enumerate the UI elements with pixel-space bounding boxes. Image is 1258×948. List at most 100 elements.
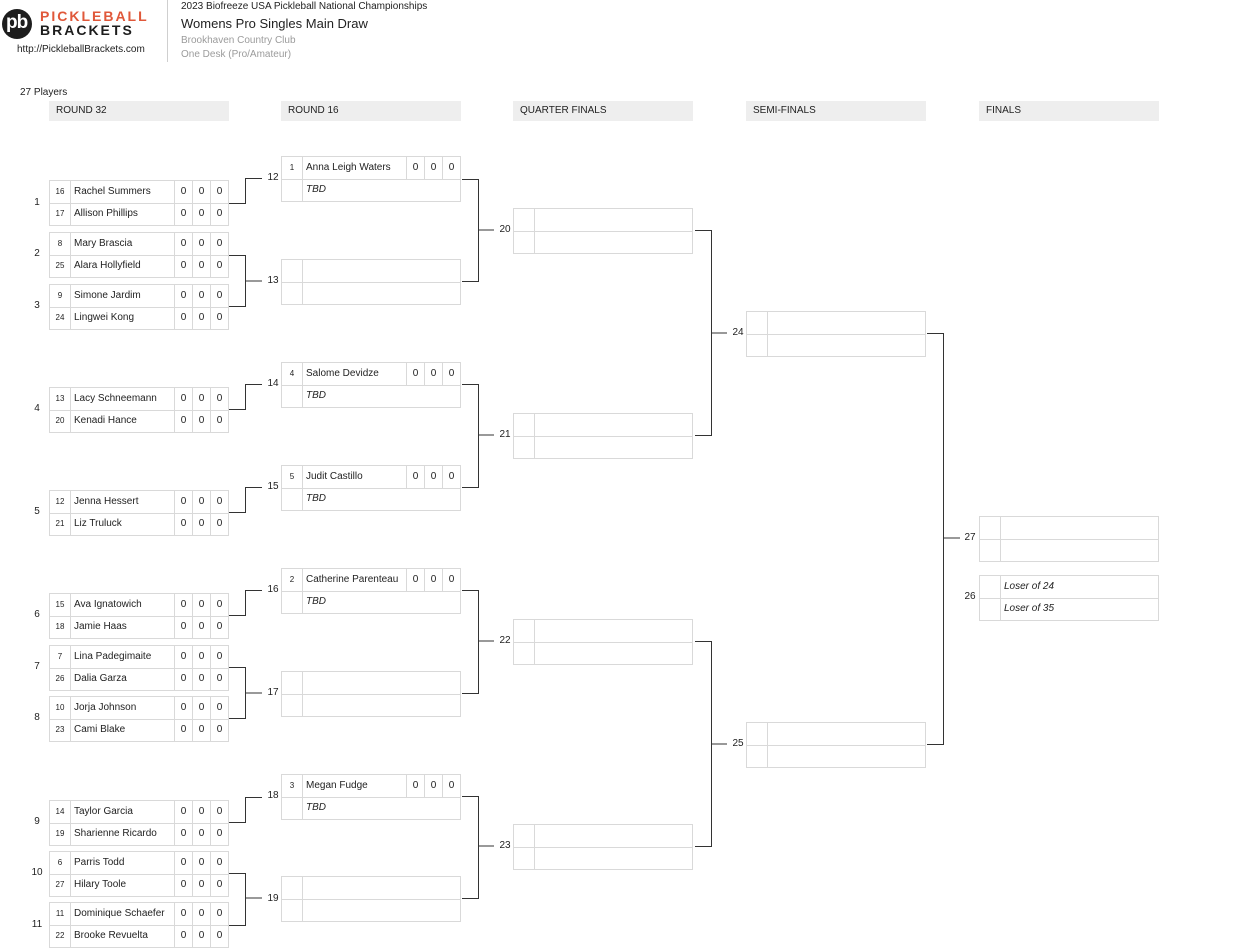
player-row[interactable] [747,723,925,746]
player-name[interactable]: Kenadi Hance [74,415,137,426]
match-box[interactable]: 3 Megan Fudge 0 0 0 TBD [281,774,461,820]
player-row[interactable]: 19 Sharienne Ricardo 0 0 0 [50,823,228,845]
player-name[interactable]: Sharienne Ricardo [74,828,157,839]
player-row[interactable]: 10 Jorja Johnson 0 0 0 [50,697,228,720]
site-url-link[interactable]: http://PickleballBrackets.com [17,44,145,55]
match-box[interactable] [513,619,693,665]
player-row[interactable]: TBD [282,179,460,201]
player-name[interactable]: Allison Phillips [74,208,138,219]
player-name[interactable]: Lacy Schneemann [74,393,157,404]
player-row[interactable]: 8 Mary Brascia 0 0 0 [50,233,228,256]
player-row[interactable]: Loser of 35 [980,598,1158,620]
final-match-box[interactable] [979,516,1159,562]
player-name[interactable]: Liz Truluck [74,518,122,529]
match-box[interactable]: 7 Lina Padegimaite 0 0 0 26 Dalia Garza … [49,645,229,691]
match-box[interactable]: 11 Dominique Schaefer 0 0 0 22 Brooke Re… [49,902,229,948]
player-row[interactable] [514,847,692,869]
player-name[interactable]: Rachel Summers [74,186,151,197]
player-row[interactable] [514,231,692,253]
match-box[interactable] [746,311,926,357]
player-name[interactable]: Jamie Haas [74,621,127,632]
match-box[interactable]: 9 Simone Jardim 0 0 0 24 Lingwei Kong 0 … [49,284,229,330]
player-row[interactable]: 14 Taylor Garcia 0 0 0 [50,801,228,824]
player-row[interactable]: 20 Kenadi Hance 0 0 0 [50,410,228,432]
match-box[interactable] [513,413,693,459]
match-box[interactable] [281,876,461,922]
match-box[interactable]: 15 Ava Ignatowich 0 0 0 18 Jamie Haas 0 … [49,593,229,639]
player-row[interactable]: 16 Rachel Summers 0 0 0 [50,181,228,204]
match-box[interactable]: 16 Rachel Summers 0 0 0 17 Allison Phill… [49,180,229,226]
player-row[interactable]: 13 Lacy Schneemann 0 0 0 [50,388,228,411]
match-box[interactable]: 13 Lacy Schneemann 0 0 0 20 Kenadi Hance… [49,387,229,433]
player-row[interactable]: TBD [282,488,460,510]
player-row[interactable] [747,745,925,767]
player-row[interactable] [282,877,460,900]
match-box[interactable]: 2 Catherine Parenteau 0 0 0 TBD [281,568,461,614]
player-row[interactable] [980,539,1158,561]
player-name[interactable]: Cami Blake [74,724,126,735]
player-name[interactable]: Ava Ignatowich [74,599,142,610]
player-row[interactable]: 18 Jamie Haas 0 0 0 [50,616,228,638]
player-row[interactable]: 6 Parris Todd 0 0 0 [50,852,228,875]
player-name[interactable]: Mary Brascia [74,238,133,249]
player-row[interactable]: 25 Alara Hollyfield 0 0 0 [50,255,228,277]
match-box[interactable]: 6 Parris Todd 0 0 0 27 Hilary Toole 0 0 … [49,851,229,897]
player-row[interactable]: 26 Dalia Garza 0 0 0 [50,668,228,690]
player-name[interactable]: Anna Leigh Waters [306,162,391,173]
player-row[interactable] [514,209,692,232]
match-box[interactable]: 12 Jenna Hessert 0 0 0 21 Liz Truluck 0 … [49,490,229,536]
match-box[interactable]: 4 Salome Devidze 0 0 0 TBD [281,362,461,408]
player-row[interactable]: 15 Ava Ignatowich 0 0 0 [50,594,228,617]
player-row[interactable]: TBD [282,385,460,407]
player-name[interactable]: Megan Fudge [306,780,368,791]
player-name[interactable]: Catherine Parenteau [306,574,399,585]
player-name[interactable]: Jenna Hessert [74,496,139,507]
player-row[interactable]: Loser of 24 [980,576,1158,599]
player-row[interactable] [514,620,692,643]
player-name[interactable]: Salome Devidze [306,368,379,379]
player-row[interactable]: 5 Judit Castillo 0 0 0 [282,466,460,489]
player-row[interactable]: 11 Dominique Schaefer 0 0 0 [50,903,228,926]
player-row[interactable] [514,642,692,664]
player-row[interactable] [514,436,692,458]
player-row[interactable]: 3 Megan Fudge 0 0 0 [282,775,460,798]
match-box[interactable] [281,671,461,717]
player-row[interactable] [282,282,460,304]
player-row[interactable] [282,260,460,283]
player-row[interactable] [282,694,460,716]
match-box[interactable] [281,259,461,305]
player-row[interactable]: 4 Salome Devidze 0 0 0 [282,363,460,386]
match-box[interactable]: 14 Taylor Garcia 0 0 0 19 Sharienne Rica… [49,800,229,846]
match-box[interactable]: 8 Mary Brascia 0 0 0 25 Alara Hollyfield… [49,232,229,278]
player-name[interactable]: Lina Padegimaite [74,651,152,662]
player-name[interactable]: Hilary Toole [74,879,127,890]
player-name[interactable]: Dalia Garza [74,673,127,684]
match-box[interactable] [513,824,693,870]
player-row[interactable]: TBD [282,797,460,819]
player-row[interactable]: 7 Lina Padegimaite 0 0 0 [50,646,228,669]
player-row[interactable]: 22 Brooke Revuelta 0 0 0 [50,925,228,947]
match-box[interactable] [746,722,926,768]
player-row[interactable]: 12 Jenna Hessert 0 0 0 [50,491,228,514]
player-row[interactable]: 17 Allison Phillips 0 0 0 [50,203,228,225]
player-row[interactable] [514,414,692,437]
player-name[interactable]: Simone Jardim [74,290,141,301]
player-row[interactable] [282,899,460,921]
player-name[interactable]: Brooke Revuelta [74,930,148,941]
player-row[interactable] [747,334,925,356]
player-row[interactable]: 24 Lingwei Kong 0 0 0 [50,307,228,329]
player-row[interactable]: 2 Catherine Parenteau 0 0 0 [282,569,460,592]
player-name[interactable]: Dominique Schaefer [74,908,165,919]
player-name[interactable]: Judit Castillo [306,471,363,482]
player-row[interactable] [980,517,1158,540]
player-row[interactable] [282,672,460,695]
player-name[interactable]: Lingwei Kong [74,312,135,323]
match-box[interactable]: 5 Judit Castillo 0 0 0 TBD [281,465,461,511]
player-row[interactable]: 21 Liz Truluck 0 0 0 [50,513,228,535]
player-name[interactable]: Taylor Garcia [74,806,133,817]
match-box[interactable]: 1 Anna Leigh Waters 0 0 0 TBD [281,156,461,202]
player-row[interactable]: 9 Simone Jardim 0 0 0 [50,285,228,308]
player-row[interactable] [514,825,692,848]
player-name[interactable]: Jorja Johnson [74,702,137,713]
player-row[interactable]: 1 Anna Leigh Waters 0 0 0 [282,157,460,180]
